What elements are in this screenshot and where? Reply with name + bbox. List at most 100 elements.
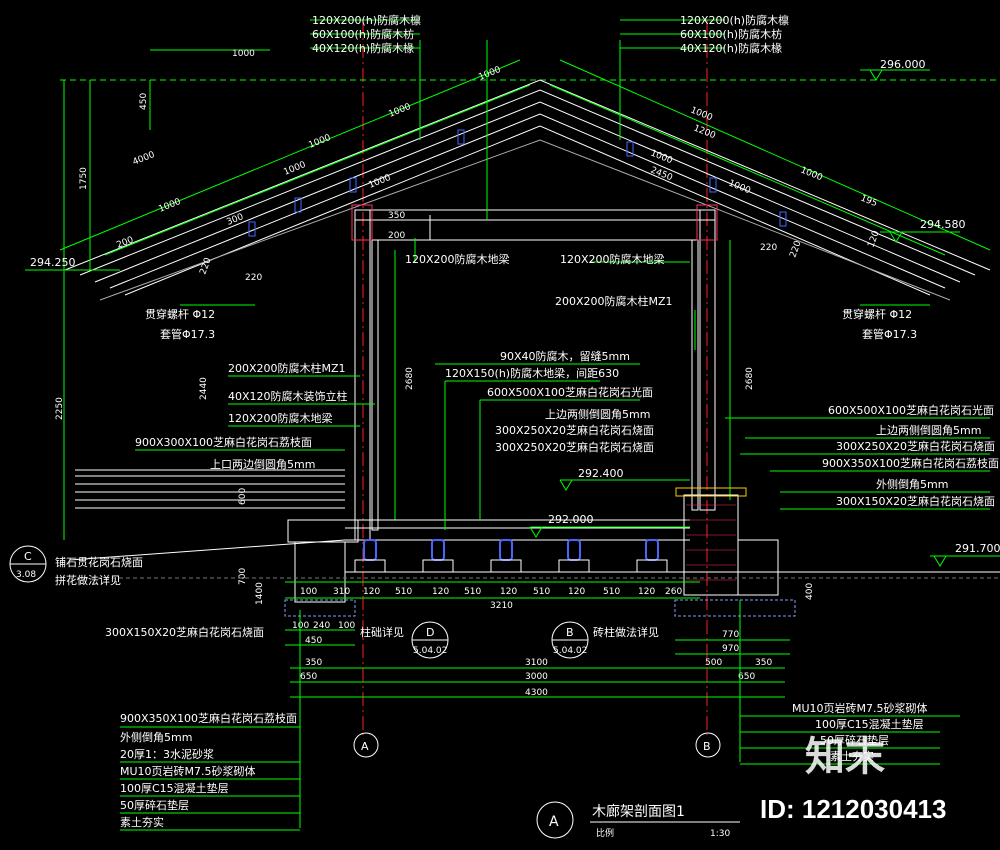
bottom-dims-row4: 650 3000 650 xyxy=(300,672,755,682)
svg-text:770: 770 xyxy=(722,630,739,640)
svg-text:200: 200 xyxy=(115,235,135,251)
svg-text:294.250: 294.250 xyxy=(30,256,76,269)
sleeve-right: 套管Φ17.3 xyxy=(862,327,917,341)
roof-label-right-3: 40X120(h)防腐木椽 xyxy=(680,41,782,55)
svg-text:50厚碎石垫层: 50厚碎石垫层 xyxy=(120,798,189,812)
svg-text:1000: 1000 xyxy=(477,65,502,83)
svg-text:700: 700 xyxy=(238,568,248,585)
svg-text:1000: 1000 xyxy=(387,102,412,120)
paving-label-2: 拼花做法详见 xyxy=(55,573,121,587)
roof-label-left-2: 60X100(h)防腐木枋 xyxy=(312,27,414,41)
svg-text:510: 510 xyxy=(603,587,620,597)
axis-lines xyxy=(362,20,708,735)
svg-text:120X200防腐木地梁: 120X200防腐木地梁 xyxy=(228,411,333,425)
svg-text:100: 100 xyxy=(292,621,309,631)
svg-text:350: 350 xyxy=(305,658,322,668)
svg-text:600: 600 xyxy=(238,488,248,505)
paving-label-1: 铺石贯花岗石烧面 xyxy=(55,556,143,569)
svg-text:120X150(h)防腐木地梁，间距630: 120X150(h)防腐木地梁，间距630 xyxy=(445,366,619,380)
svg-text:450: 450 xyxy=(305,636,322,646)
svg-text:4000: 4000 xyxy=(131,150,156,168)
svg-text:400: 400 xyxy=(805,583,815,600)
svg-text:50厚碎石垫层: 50厚碎石垫层 xyxy=(820,733,889,747)
roof-label-right-2: 60X100(h)防腐木枋 xyxy=(680,27,782,41)
svg-text:20厚1：3水泥砂浆: 20厚1：3水泥砂浆 xyxy=(120,747,214,761)
svg-text:292.400: 292.400 xyxy=(578,467,624,480)
title-block: A 木廊架剖面图1 比例 1:30 xyxy=(536,801,740,839)
center-callouts: 90X40防腐木，留缝5mm 120X150(h)防腐木地梁，间距630 600… xyxy=(445,349,654,454)
svg-text:500: 500 xyxy=(705,658,722,668)
elev-right-eave: 294.580 xyxy=(880,218,966,243)
svg-text:120: 120 xyxy=(500,587,517,597)
roof-dim-chains xyxy=(59,59,991,256)
roof-dim-right-texts: 1000 1000 1000 1000 1200 2450 195 120 22… xyxy=(649,106,882,260)
svg-text:上口两边倒圆角5mm: 上口两边倒圆角5mm xyxy=(210,458,315,471)
svg-text:1200: 1200 xyxy=(692,124,717,142)
svg-text:2250: 2250 xyxy=(55,397,65,420)
svg-text:120: 120 xyxy=(638,587,655,597)
svg-text:510: 510 xyxy=(533,587,550,597)
svg-text:900X350X100芝麻白花岗石荔枝面: 900X350X100芝麻白花岗石荔枝面 xyxy=(120,711,297,725)
svg-text:510: 510 xyxy=(464,587,481,597)
svg-text:3.08: 3.08 xyxy=(16,570,36,580)
elev-ground: 291.700 xyxy=(930,542,1000,567)
rafter-marks xyxy=(248,129,787,237)
svg-text:100厚C15混凝土垫层: 100厚C15混凝土垫层 xyxy=(120,781,229,795)
bottom-dim-lines xyxy=(285,581,790,698)
floor-deck xyxy=(345,519,690,541)
svg-text:120: 120 xyxy=(568,587,585,597)
left-bottom-callout: 300X150X20芝麻白花岗石烧面 xyxy=(105,625,264,639)
dim-3210: 3210 xyxy=(490,601,513,611)
left-foundation-notes: 900X350X100芝麻白花岗石荔枝面 外侧倒角5mm 20厚1：3水泥砂浆 … xyxy=(120,711,297,829)
bolt-right: 贯穿螺杆 Φ12 xyxy=(842,307,912,321)
svg-text:100: 100 xyxy=(338,621,355,631)
svg-text:3100: 3100 xyxy=(525,658,548,668)
roof-label-left-1: 120X200(h)防腐木檩 xyxy=(312,13,421,27)
svg-text:外侧倒角5mm: 外侧倒角5mm xyxy=(876,478,948,491)
svg-text:1000: 1000 xyxy=(157,197,182,215)
svg-text:1000: 1000 xyxy=(727,179,752,197)
beam-left-label: 120X200防腐木地梁 xyxy=(405,252,510,266)
svg-text:1000: 1000 xyxy=(689,106,714,124)
bottom-dims-row3: 350 3100 350 xyxy=(305,658,772,668)
bottom-dims-row1: 100 310 120 510 120 510 120 510 120 510 … xyxy=(300,587,682,597)
svg-text:220: 220 xyxy=(245,273,262,283)
leaders xyxy=(180,19,930,350)
svg-text:240: 240 xyxy=(313,621,330,631)
section-d: D 5.04.02 柱础详见 xyxy=(360,621,449,659)
svg-text:2450: 2450 xyxy=(649,166,674,184)
elev-floor: 292.000 xyxy=(529,513,690,538)
dim-1000: 1000 xyxy=(232,49,255,59)
piers xyxy=(363,539,659,561)
roof-label-right-1: 120X200(h)防腐木檩 xyxy=(680,13,789,27)
svg-text:200: 200 xyxy=(388,231,405,241)
ground xyxy=(69,539,1000,579)
top-elevation: 296.000 xyxy=(60,58,1000,81)
svg-text:260: 260 xyxy=(665,587,682,597)
svg-text:291.700: 291.700 xyxy=(955,542,1000,555)
svg-text:650: 650 xyxy=(300,672,317,682)
svg-text:220: 220 xyxy=(788,239,803,259)
svg-text:300X250X20芝麻白花岗石烧面: 300X250X20芝麻白花岗石烧面 xyxy=(495,423,654,437)
svg-text:90X40防腐木，留缝5mm: 90X40防腐木，留缝5mm xyxy=(500,349,630,363)
svg-text:MU10页岩砖M7.5砂浆砌体: MU10页岩砖M7.5砂浆砌体 xyxy=(120,764,256,778)
svg-text:素土夯实: 素土夯实 xyxy=(830,749,874,763)
svg-text:1750: 1750 xyxy=(79,167,89,190)
svg-text:450: 450 xyxy=(139,93,149,110)
svg-text:2680: 2680 xyxy=(745,367,755,390)
left-callouts: 200X200防腐木柱MZ1 40X120防腐木装饰立柱 120X200防腐木地… xyxy=(135,361,348,471)
svg-text:MU10页岩砖M7.5砂浆砌体: MU10页岩砖M7.5砂浆砌体 xyxy=(792,701,928,715)
svg-text:970: 970 xyxy=(722,644,739,654)
svg-text:294.580: 294.580 xyxy=(920,218,966,231)
svg-text:上边两侧倒圆角5mm: 上边两侧倒圆角5mm xyxy=(876,424,981,437)
column-right-label: 200X200防腐木柱MZ1 xyxy=(555,294,673,308)
svg-text:120: 120 xyxy=(363,587,380,597)
svg-text:195: 195 xyxy=(859,194,879,210)
svg-text:1000: 1000 xyxy=(649,149,674,167)
svg-text:200X200防腐木柱MZ1: 200X200防腐木柱MZ1 xyxy=(228,361,346,375)
svg-text:350: 350 xyxy=(755,658,772,668)
post-heads xyxy=(351,204,718,241)
roof xyxy=(64,79,991,301)
